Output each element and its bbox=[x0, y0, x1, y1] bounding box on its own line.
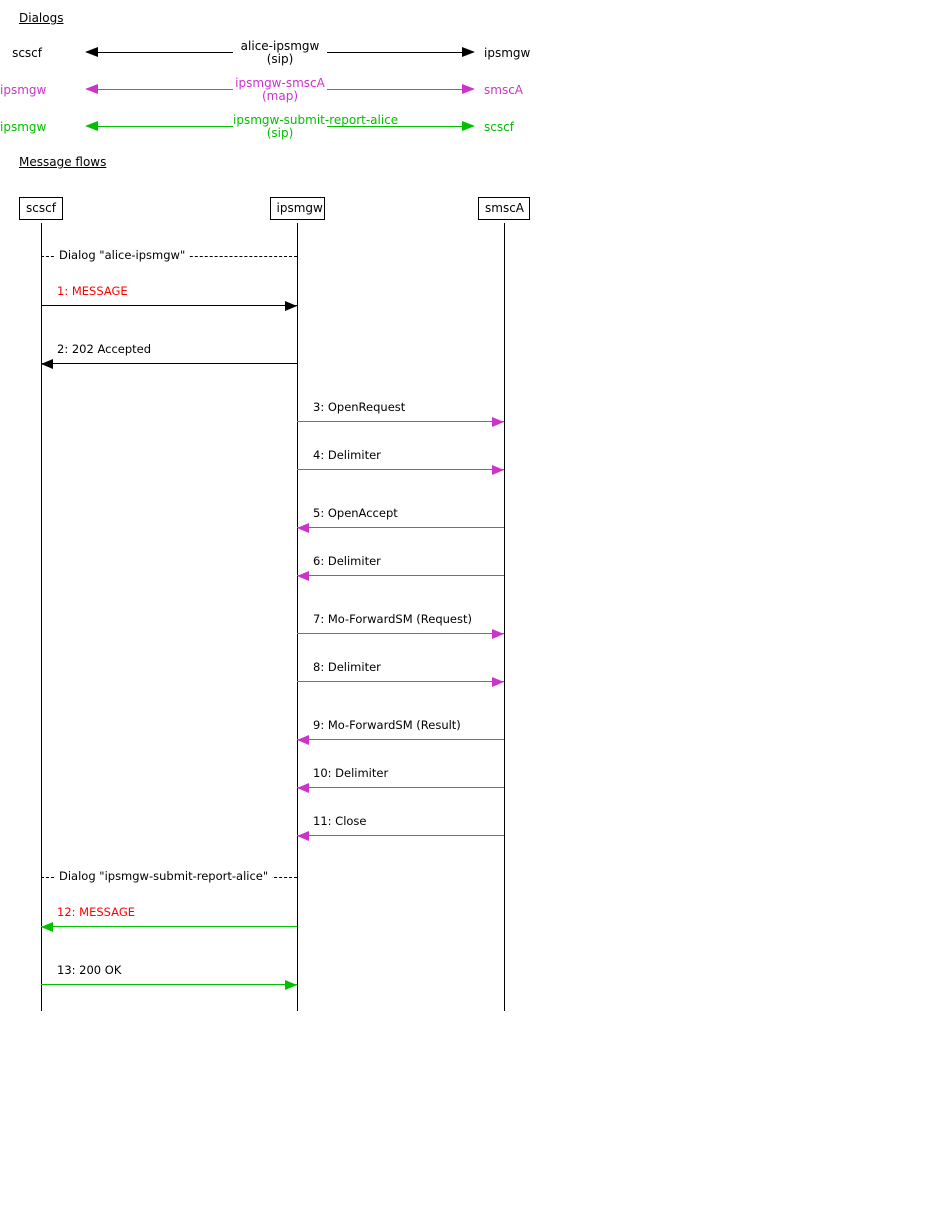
dialog-2-left-line bbox=[98, 126, 233, 127]
dialog-0-right-endpoint: ipsmgw bbox=[484, 46, 531, 60]
message-2-line bbox=[41, 363, 297, 364]
dialog-1-left-arrowhead bbox=[85, 84, 98, 94]
dialog-2-right-line bbox=[327, 126, 462, 127]
dialog-0-right-line bbox=[327, 52, 462, 53]
message-5-line bbox=[297, 527, 504, 528]
dialog-1-left-endpoint: ipsmgw bbox=[0, 83, 47, 97]
message-13-label: 13: 200 OK bbox=[57, 963, 122, 977]
message-9-arrowhead bbox=[297, 734, 309, 745]
dialog-0-label: alice-ipsmgw(sip) bbox=[233, 40, 327, 66]
dialog-0-protocol: (sip) bbox=[266, 52, 294, 66]
lifeline-scscf bbox=[41, 223, 42, 1011]
message-flows-heading: Message flows bbox=[19, 155, 107, 169]
message-7-line bbox=[297, 633, 504, 634]
separator-label-0: Dialog "alice-ipsmgw" bbox=[55, 249, 190, 262]
message-11-arrowhead bbox=[297, 830, 309, 841]
message-11-label: 11: Close bbox=[313, 814, 367, 828]
message-3-label: 3: OpenRequest bbox=[313, 400, 406, 414]
dialog-2-right-endpoint: scscf bbox=[484, 120, 514, 134]
dialog-2-protocol: (sip) bbox=[266, 126, 294, 140]
dialog-1-right-endpoint: smscA bbox=[484, 83, 523, 97]
message-8-label: 8: Delimiter bbox=[313, 660, 381, 674]
dialog-1-label: ipsmgw-smscA(map) bbox=[233, 77, 327, 103]
message-8-line bbox=[297, 681, 504, 682]
dialog-2-name: ipsmgw-submit-report-alice bbox=[233, 113, 399, 127]
message-7-arrowhead bbox=[492, 628, 504, 639]
message-2-label: 2: 202 Accepted bbox=[57, 342, 152, 356]
message-7-label: 7: Mo-ForwardSM (Request) bbox=[313, 612, 472, 626]
dialog-1-name: ipsmgw-smscA bbox=[235, 76, 325, 90]
message-1-label: 1: MESSAGE bbox=[57, 284, 128, 298]
message-12-label: 12: MESSAGE bbox=[57, 905, 136, 919]
message-9-label: 9: Mo-ForwardSM (Result) bbox=[313, 718, 461, 732]
message-6-arrowhead bbox=[297, 570, 309, 581]
message-3-arrowhead bbox=[492, 416, 504, 427]
lifeline-smscA bbox=[504, 223, 505, 1011]
message-13-arrowhead bbox=[285, 979, 297, 990]
message-11-line bbox=[297, 835, 504, 836]
lifeline-ipsmgw bbox=[297, 223, 298, 1011]
message-13-line bbox=[41, 984, 297, 985]
message-1-line bbox=[41, 305, 297, 306]
message-4-arrowhead bbox=[492, 464, 504, 475]
message-10-arrowhead bbox=[297, 782, 309, 793]
dialog-2-label: ipsmgw-submit-report-alice(sip) bbox=[233, 113, 399, 140]
actor-box-ipsmgw[interactable]: ipsmgw bbox=[269, 197, 325, 220]
message-8-arrowhead bbox=[492, 676, 504, 687]
dialog-0-name: alice-ipsmgw bbox=[240, 39, 320, 53]
dialog-2-right-arrowhead bbox=[462, 121, 475, 131]
dialog-2-left-arrowhead bbox=[85, 121, 98, 131]
dialog-1-left-line bbox=[98, 89, 233, 90]
message-4-line bbox=[297, 469, 504, 470]
dialog-1-right-arrowhead bbox=[462, 84, 475, 94]
dialogs-heading: Dialogs bbox=[19, 11, 64, 25]
message-5-arrowhead bbox=[297, 522, 309, 533]
message-12-arrowhead bbox=[41, 921, 53, 932]
dialog-1-right-line bbox=[327, 89, 462, 90]
dialog-0-left-arrowhead bbox=[85, 47, 98, 57]
actor-box-scscf[interactable]: scscf bbox=[19, 197, 63, 220]
message-2-arrowhead bbox=[41, 358, 53, 369]
dialog-2-left-endpoint: ipsmgw bbox=[0, 120, 47, 134]
message-6-label: 6: Delimiter bbox=[313, 554, 381, 568]
dialog-0-left-endpoint: scscf bbox=[12, 46, 42, 60]
message-5-label: 5: OpenAccept bbox=[313, 506, 398, 520]
message-3-line bbox=[297, 421, 504, 422]
actor-box-smscA[interactable]: smscA bbox=[478, 197, 530, 220]
message-6-line bbox=[297, 575, 504, 576]
message-9-line bbox=[297, 739, 504, 740]
message-4-label: 4: Delimiter bbox=[313, 448, 381, 462]
message-10-line bbox=[297, 787, 504, 788]
dialog-1-protocol: (map) bbox=[261, 89, 299, 103]
separator-label-1: Dialog "ipsmgw-submit-report-alice" bbox=[55, 870, 273, 883]
message-1-arrowhead bbox=[285, 300, 297, 311]
message-12-line bbox=[41, 926, 297, 927]
dialog-0-right-arrowhead bbox=[462, 47, 475, 57]
dialog-0-left-line bbox=[98, 52, 233, 53]
message-10-label: 10: Delimiter bbox=[313, 766, 389, 780]
